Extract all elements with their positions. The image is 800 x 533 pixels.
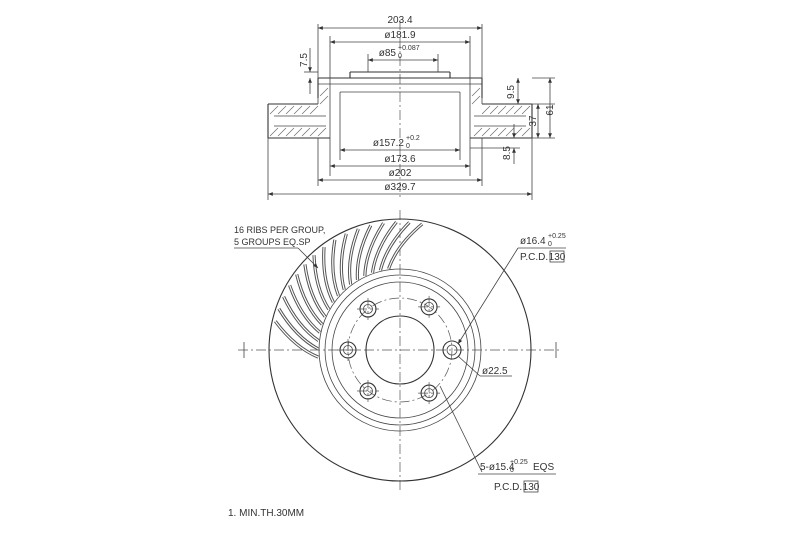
dim-329-7: ø329.7 <box>384 182 416 193</box>
pcd-value-2: 130 <box>523 482 540 493</box>
vent-rib-core-1 <box>274 320 319 358</box>
vent-rib-4 <box>288 284 321 334</box>
dim-85: ø85 <box>379 48 397 59</box>
hatch-left <box>269 87 329 137</box>
bolt-holes-tol-lower: 0 <box>510 467 514 474</box>
hole-small-tol-upper: +0.25 <box>548 233 566 240</box>
dim-61: 61 <box>545 104 556 116</box>
pilot-hole-outer <box>442 340 462 360</box>
pcd-label-2: P.C.D. <box>494 482 522 493</box>
front-view: 16 RIBS PER GROUP, 5 GROUPS EQ.SP ø16.4 … <box>234 210 566 493</box>
vent-rib-core-5 <box>296 274 323 325</box>
vent-rib-core-4 <box>289 285 321 333</box>
vent-rib-core-12 <box>356 225 372 280</box>
dim-181-9: ø181.9 <box>384 30 416 41</box>
vent-rib-core-3 <box>283 296 319 342</box>
vent-rib-3 <box>282 296 320 342</box>
bolt-leader <box>439 385 483 473</box>
pcd-box-2 <box>523 480 539 493</box>
vent-rib-core-8 <box>323 246 334 303</box>
vent-rib-14 <box>370 221 398 273</box>
dim-9-5: 9.5 <box>506 85 517 99</box>
dim-157-tol-lower: 0 <box>406 143 410 150</box>
ribs-note-line1: 16 RIBS PER GROUP, <box>234 225 325 235</box>
section-view: 203.4 ø181.9 ø85 +0.087 0 7.5 9.5 61 37 … <box>267 15 556 200</box>
hole-small-leader <box>457 247 519 345</box>
pcd-value-1: 130 <box>549 252 566 263</box>
dim-85-tol-upper: +0.087 <box>398 45 420 52</box>
vent-rib-core-15 <box>379 221 410 271</box>
dim-157-tol-upper: +0.2 <box>406 135 420 142</box>
pilot-label: ø22.5 <box>482 366 508 377</box>
pcd-circle <box>347 297 453 403</box>
bolt-holes <box>337 295 441 405</box>
dim-8-5: 8.5 <box>502 146 513 160</box>
vent-ribs <box>273 221 424 359</box>
dim-7-5: 7.5 <box>299 53 310 67</box>
hatch-right <box>471 87 531 137</box>
vent-rib-core-7 <box>313 255 330 310</box>
bolt-holes-tol-upper: +0.25 <box>510 459 528 466</box>
footnote-min-thickness: 1. MIN.TH.30MM <box>228 508 304 519</box>
pcd-box-1 <box>549 250 565 263</box>
vent-rib-core-16 <box>388 223 423 269</box>
dim-85-tol-lower: 0 <box>398 53 402 60</box>
vent-rib-core-6 <box>304 264 326 318</box>
pilot-leader <box>457 355 481 377</box>
dim-173-6: ø173.6 <box>384 154 416 165</box>
hat-inner-circle <box>331 281 469 419</box>
vent-rib-core-14 <box>371 221 397 273</box>
pilot-hole-inner <box>446 344 458 356</box>
bolt-holes-label: 5-ø15.4 <box>480 462 515 473</box>
dim-202: ø202 <box>389 168 412 179</box>
vent-rib-core-10 <box>340 233 347 290</box>
dim-157-2: ø157.2 <box>373 138 405 149</box>
vent-rib-core-2 <box>278 308 319 350</box>
vent-rib-16 <box>387 222 424 270</box>
ribs-leader <box>297 247 319 269</box>
disc-outer-circle <box>268 218 532 482</box>
pcd-label-1: P.C.D. <box>520 252 548 263</box>
hat-outer-circle <box>324 274 476 426</box>
hole-small-tol-lower: 0 <box>548 241 552 248</box>
dim-37: 37 <box>528 115 539 127</box>
vent-rib-15 <box>378 221 411 271</box>
dim-203-4: 203.4 <box>387 15 412 26</box>
vent-rib-core-11 <box>348 228 359 285</box>
ribs-note-line2: 5 GROUPS EQ.SP <box>234 237 311 247</box>
friction-inner-circle <box>318 268 482 432</box>
vent-rib-core-13 <box>364 222 385 276</box>
bolt-holes-suffix: EQS <box>533 462 554 473</box>
center-bore-circle <box>365 315 435 385</box>
hole-small-label: ø16.4 <box>520 236 546 247</box>
vent-rib-core-9 <box>332 239 340 296</box>
